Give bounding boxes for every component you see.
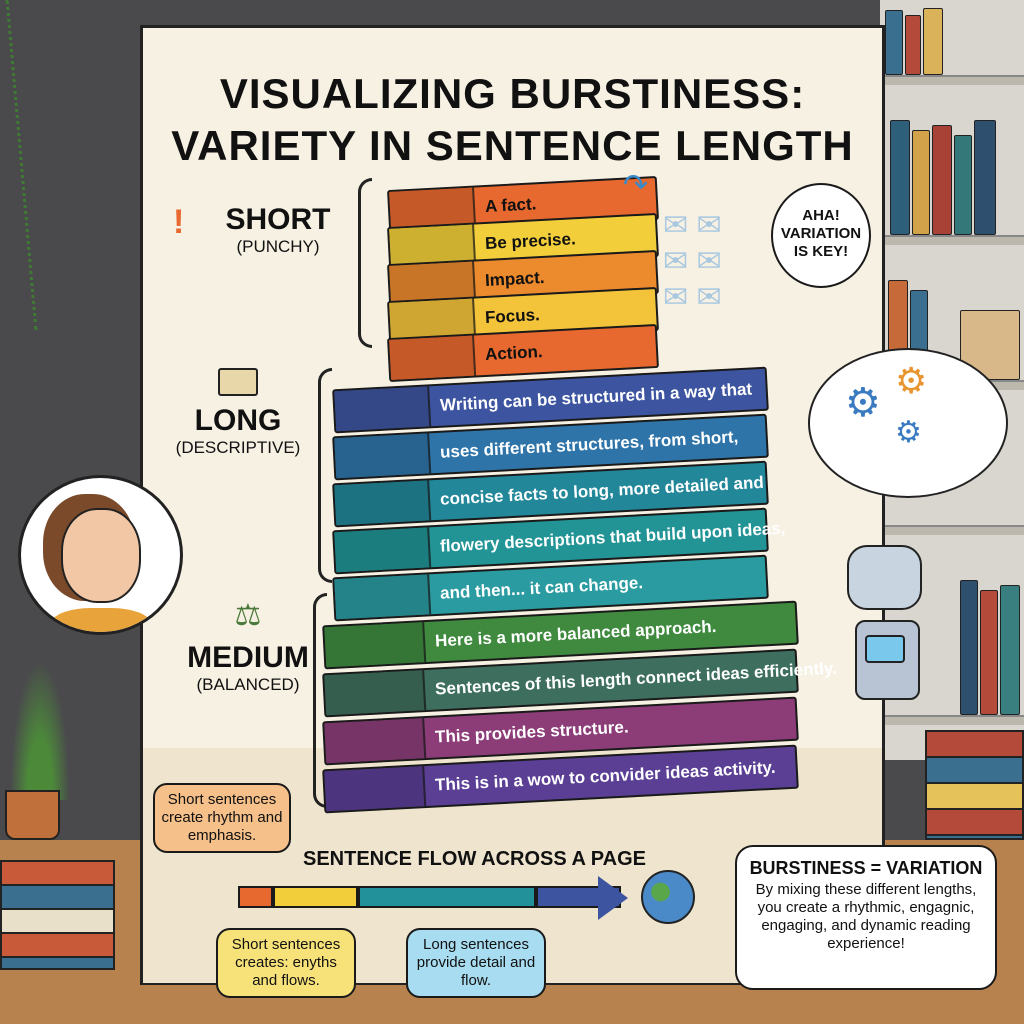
gear-icon: ⚙ [895,416,922,449]
flow-heading: SENTENCE FLOW ACROSS A PAGE [303,848,646,870]
balance-scale-icon: ⚖ [234,599,262,632]
potted-plant-icon [0,660,80,850]
infographic-poster: VISUALIZING BURSTINESS: VARIETY IN SENTE… [140,25,1008,998]
hanging-plant-icon [5,0,105,330]
title-line-2: VARIETY IN SENTENCE LENGTH [171,122,854,169]
sentence-text: Here is a more balanced approach. [434,616,717,651]
sentence-text: and then... it can change. [439,573,644,603]
summary-heading: BURSTINESS = VARIATION [749,858,983,878]
book-stack-icon [0,860,115,970]
gears-icon: ⚙ [845,381,881,425]
category-short: ! SHORT (PUNCHY) [173,203,331,256]
open-book-icon [218,368,258,396]
arrowhead-icon [598,876,628,920]
title-line-1: VISUALIZING BURSTINESS: [219,70,806,117]
flow-segment [238,886,273,908]
callout-yellow: Short sentences creates: enyths and flow… [216,928,356,998]
summary-box: BURSTINESS = VARIATION By mixing these d… [735,845,997,990]
exclamation-icon: ! [173,203,185,241]
poster-title: VISUALIZING BURSTINESS: VARIETY IN SENTE… [143,68,882,172]
sentence-text: Action. [484,341,544,364]
callout-blue: Long sentences provide detail and flow. [406,928,546,998]
curved-arrow-icon: ↷ [623,169,649,202]
globe-icon [641,870,695,924]
stressed-person-avatar [18,475,183,635]
sentence-text: This provides structure. [434,717,630,747]
robot-speech-bubble: AHA! VARIATION IS KEY! [771,183,871,288]
flow-segment [273,886,358,908]
category-medium: ⚖ MEDIUM (BALANCED) [173,598,323,695]
gear-icon: ⚙ [895,360,928,401]
category-long: LONG (DESCRIPTIVE) [163,368,313,458]
summary-body: By mixing these different lengths, you c… [755,881,977,952]
callout-orange: Short sentences create rhythm and emphas… [153,783,291,853]
envelopes-icon: ✉ ✉✉ ✉✉ ✉ [663,209,722,314]
thought-bubble-icon: ⚙ ⚙ ⚙ [808,348,1008,498]
robot-icon [835,545,945,715]
book-stack-icon [925,730,1024,840]
flow-segment [358,886,536,908]
